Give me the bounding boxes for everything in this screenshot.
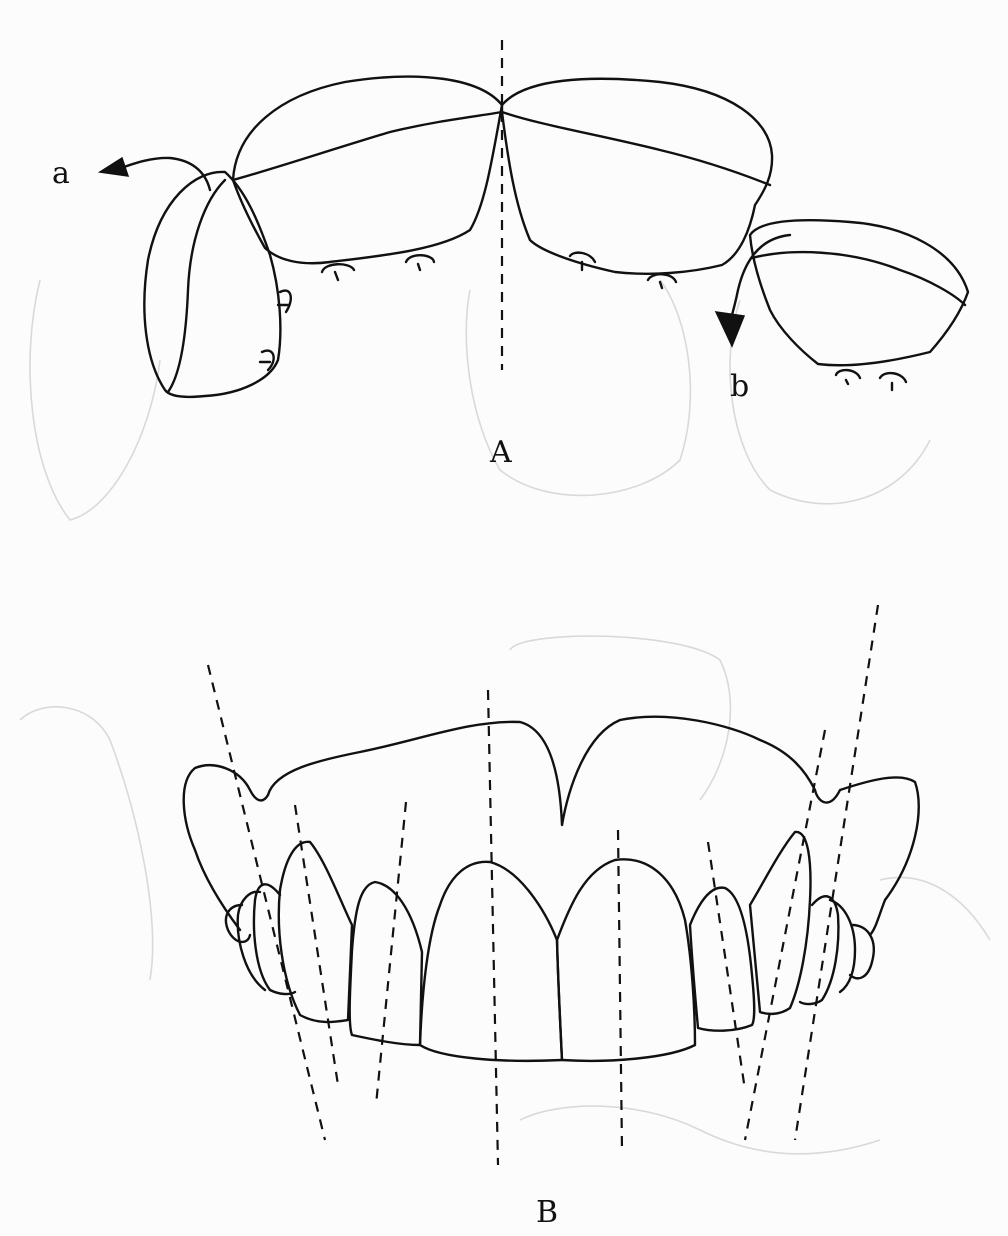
left-lateral-incisal-edge — [168, 180, 225, 392]
upper-right-central-incisor — [420, 862, 562, 1061]
panel-label-a: A — [489, 435, 512, 470]
upper-left-canine — [750, 832, 810, 1014]
panel-a-occlusal-view: a b A — [52, 40, 968, 470]
tooth-axis-lines — [208, 605, 878, 1165]
arrow-a-shaft — [115, 158, 210, 190]
arrow-b-head — [716, 312, 744, 346]
label-b: b — [730, 369, 749, 404]
panel-label-b: B — [536, 1195, 558, 1230]
brackets — [260, 253, 906, 390]
left-central-incisor-edge — [233, 112, 502, 180]
upper-left-lateral-incisor — [690, 888, 754, 1031]
arrow-a-head — [100, 158, 128, 176]
left-central-incisor — [233, 77, 502, 264]
right-lateral-incisor — [750, 220, 968, 365]
label-a: a — [52, 156, 70, 191]
panel-b-frontal-view: B — [184, 605, 919, 1230]
upper-right-lateral-incisor — [350, 882, 422, 1045]
background-bleed-through — [20, 280, 990, 1154]
upper-left-central-incisor — [557, 859, 695, 1060]
gingival-outline — [184, 717, 919, 935]
right-central-incisor-edge — [502, 112, 770, 185]
right-central-incisor — [502, 79, 772, 274]
right-lateral-incisal-edge — [752, 252, 965, 305]
